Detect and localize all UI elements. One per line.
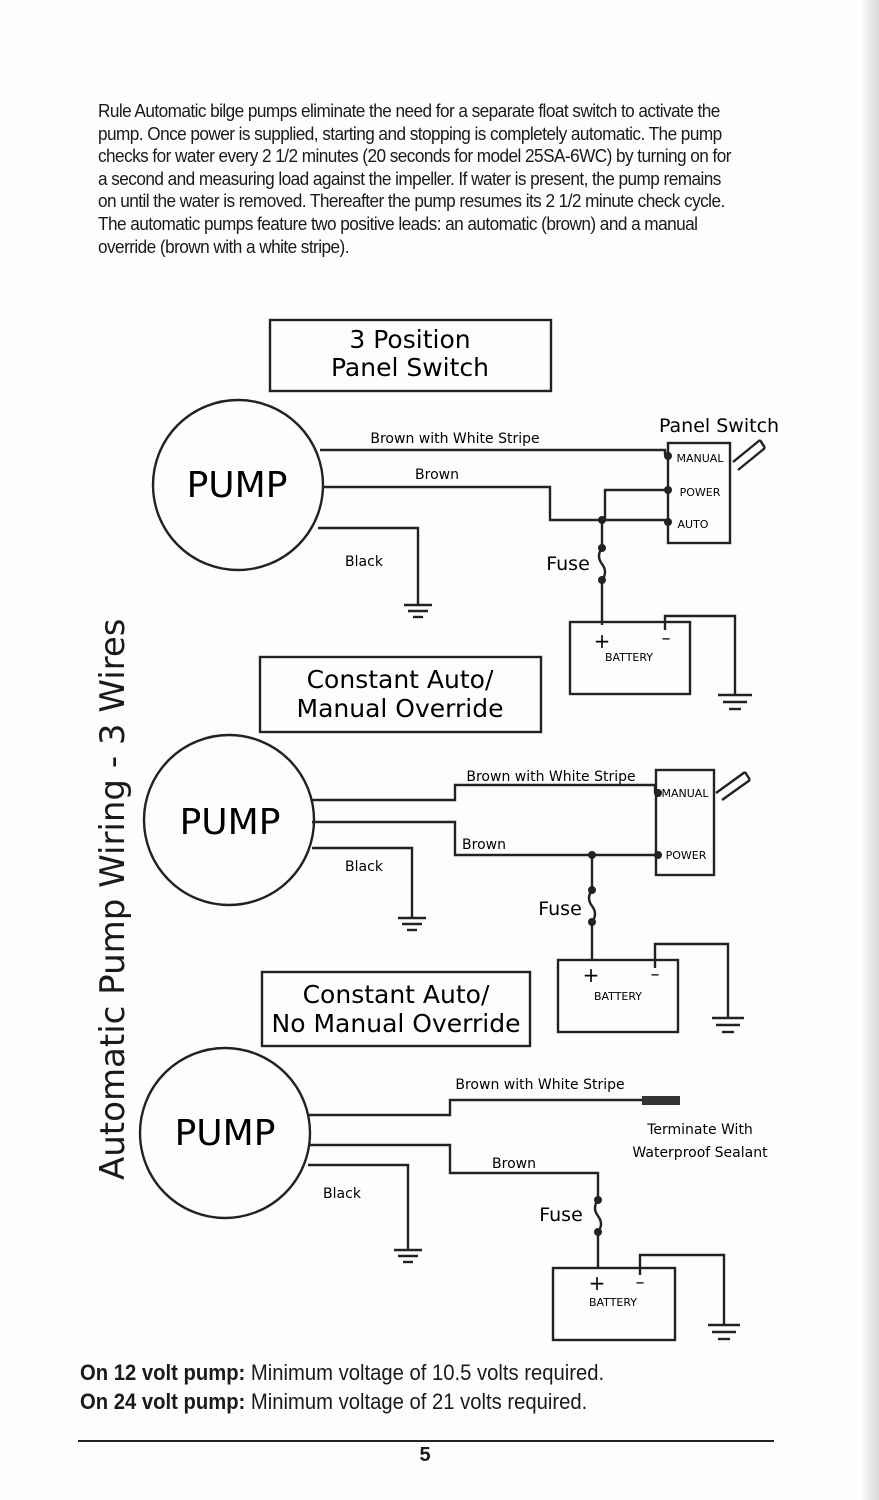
diagram2-switch-box [654,768,716,877]
diagram2-battery [556,958,680,1034]
diagram1-wire-stripe-label: Brown with White Stripe [370,431,539,447]
diagram1-battery [568,620,692,696]
diagram1-battery-label: BATTERY [605,651,653,664]
diagram3-battery [551,1266,677,1342]
diagram3-battery-minus: – [636,1272,645,1293]
diagram1-pump-circle [151,398,325,572]
note-24-volt-text: Minimum voltage of 21 volts required. [245,1389,588,1414]
diagram3-fuse-label: Fuse [539,1204,583,1226]
note-24-volt-label: On 24 volt pump: [80,1389,246,1414]
diagram1-switch-title: Panel Switch [659,415,779,437]
diagram3-terminate-line2: Waterproof Sealant [632,1145,768,1161]
diagram2-title-box [258,655,543,734]
diagram2-battery-minus: – [651,964,660,985]
diagram3-pump-circle [138,1046,312,1220]
note-12-volt: On 12 volt pump: Minimum voltage of 10.5… [80,1358,742,1387]
diagram-no-override [138,970,740,1342]
footer-rule [78,1440,774,1442]
diagram2-switch-manual: MANUAL [662,787,710,800]
diagram3-battery-plus: + [589,1271,606,1295]
page-edge-shadow [861,0,879,1500]
voltage-notes: On 12 volt pump: Minimum voltage of 10.5… [80,1358,742,1416]
side-title: Automatic Pump Wiring - 3 Wires [93,618,133,1180]
diagram1-title-line2: Panel Switch [331,353,489,382]
diagram3-sealant-cap [642,1096,680,1105]
diagram3-wire-brown-label: Brown [492,1156,536,1172]
diagram2-pump-label: PUMP [180,802,281,843]
diagram-manual-override [142,655,752,1034]
diagram2-battery-plus: + [583,963,600,987]
diagram2-battery-label: BATTERY [594,990,642,1003]
diagram1-battery-plus: + [594,629,611,653]
diagram3-title-line2: No Manual Override [272,1009,521,1038]
diagram3-title-line1: Constant Auto/ [303,980,490,1009]
diagram1-switch-auto: AUTO [678,518,709,531]
diagram3-terminate-line1: Terminate With [646,1122,753,1138]
diagram1-wire-black-label: Black [345,554,384,570]
diagram1-title-box [268,318,553,393]
diagram3-pump-label: PUMP [175,1113,276,1154]
diagram3-wire-black-label: Black [323,1186,362,1202]
diagram2-title-line2: Manual Override [297,694,504,723]
page-number: 5 [419,1444,431,1466]
diagram2-pump-circle [142,733,316,907]
diagram1-switch-manual: MANUAL [677,452,725,465]
diagram1-title-line1: 3 Position [349,325,470,354]
diagram1-fuse-label: Fuse [546,553,590,575]
diagram1-switch-power: POWER [680,486,721,499]
diagram2-wire-stripe-label: Brown with White Stripe [466,769,635,785]
diagram2-switch-power: POWER [666,849,707,862]
diagram1-wire-brown-label: Brown [415,467,459,483]
intro-paragraph: Rule Automatic bilge pumps eliminate the… [98,100,731,257]
diagram2-wire-brown-label: Brown [462,837,506,853]
diagram2-title-line1: Constant Auto/ [307,665,494,694]
diagram1-battery-minus: – [662,628,671,649]
diagram2-fuse-label: Fuse [538,898,582,920]
note-24-volt: On 24 volt pump: Minimum voltage of 21 v… [80,1387,742,1416]
diagram3-battery-label: BATTERY [589,1296,637,1309]
diagram3-wire-stripe-label: Brown with White Stripe [455,1077,624,1093]
note-12-volt-label: On 12 volt pump: [80,1360,246,1385]
diagram1-pump-label: PUMP [187,465,288,506]
diagram3-title-box [260,970,532,1048]
note-12-volt-text: Minimum voltage of 10.5 volts required. [245,1360,605,1385]
diagram2-wire-black-label: Black [345,859,384,875]
